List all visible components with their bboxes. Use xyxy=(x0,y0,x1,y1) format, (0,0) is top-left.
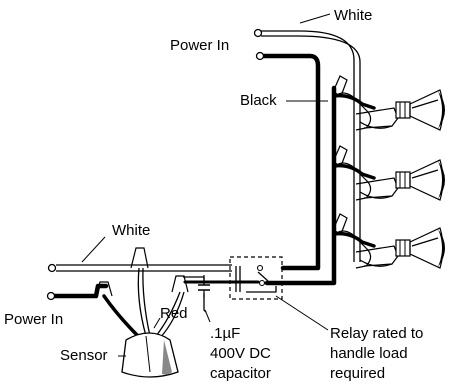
sensor-unit xyxy=(121,332,179,378)
wire-connectors xyxy=(95,247,189,297)
label-relay-2: handle load xyxy=(330,345,408,362)
lamp-fixture-1 xyxy=(331,74,447,132)
label-relay-1: Relay rated to xyxy=(330,325,423,342)
top-white-wire xyxy=(261,30,355,262)
label-red: Red xyxy=(160,305,188,322)
top-power-input xyxy=(253,28,361,271)
top-white-terminal xyxy=(253,28,263,38)
sensor-leads xyxy=(102,267,260,339)
left-black-terminal xyxy=(46,291,56,301)
label-capacitor-1: .1µF xyxy=(210,325,240,342)
label-power-in-left: Power In xyxy=(4,311,63,328)
left-white-terminal xyxy=(47,263,57,273)
label-capacitor-2: 400V DC xyxy=(210,345,271,362)
label-white-top: White xyxy=(334,7,372,24)
label-sensor: Sensor xyxy=(60,347,108,364)
top-black-wire xyxy=(260,53,321,271)
lamp-fixture-2 xyxy=(331,144,447,202)
lamp-fixture-3 xyxy=(331,212,447,270)
label-black: Black xyxy=(240,92,277,109)
label-white-left: White xyxy=(112,222,150,239)
label-power-in-top: Power In xyxy=(170,37,229,54)
top-black-terminal xyxy=(255,51,265,61)
capacitor xyxy=(198,275,210,298)
relay xyxy=(229,256,283,300)
leader-lines xyxy=(81,13,331,357)
label-capacitor-3: capacitor xyxy=(210,365,271,382)
lamp-black-bus xyxy=(264,85,337,286)
label-relay-3: required xyxy=(330,365,385,382)
